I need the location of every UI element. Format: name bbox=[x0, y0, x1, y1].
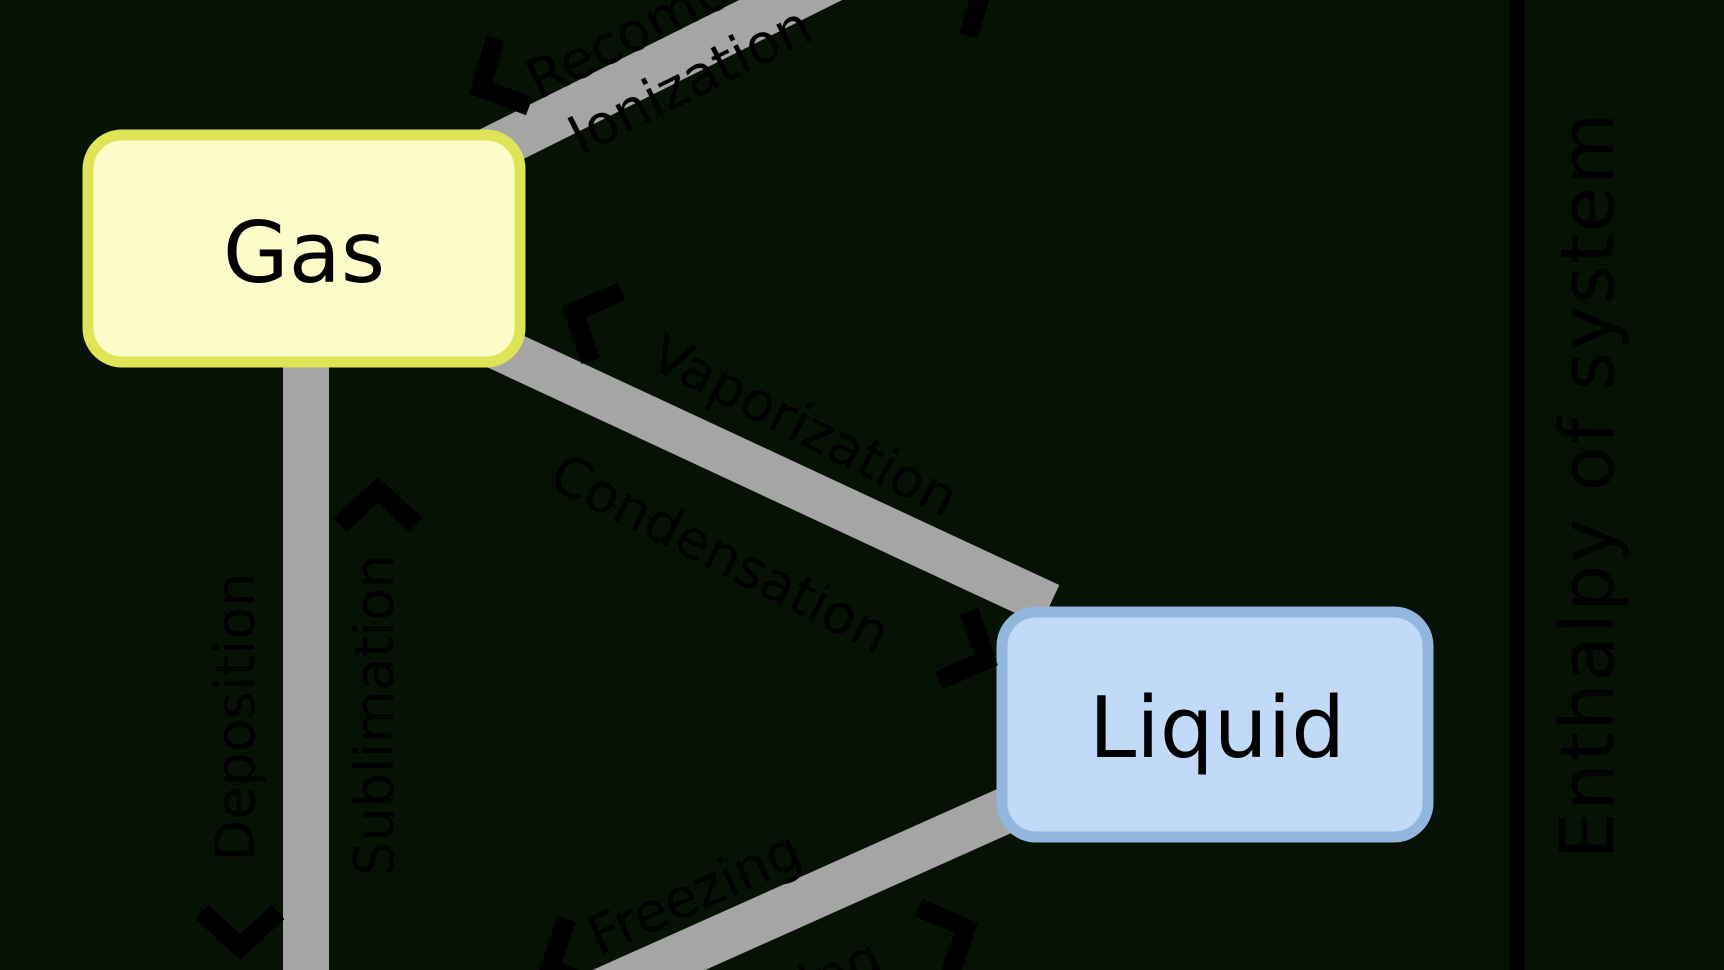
sublimation-label: Sublimation bbox=[343, 554, 406, 876]
freezing-arrow-icon bbox=[538, 916, 602, 970]
liquid-state-box bbox=[996, 606, 1434, 843]
condensation-arrow-icon bbox=[934, 608, 998, 690]
ionization-arrow-icon bbox=[931, 0, 995, 39]
deposition-arrow-icon bbox=[195, 905, 285, 960]
vaporization-arrow-icon bbox=[562, 282, 626, 364]
deposition-label: Deposition bbox=[204, 573, 267, 862]
state-boxes: Gas Liquid bbox=[82, 129, 1434, 843]
gas-state-box bbox=[82, 129, 526, 368]
gas-liquid-connector bbox=[445, 308, 1060, 625]
gas-state-label: Gas bbox=[223, 204, 385, 303]
recombination-arrow-icon bbox=[469, 35, 533, 116]
connector-bars bbox=[283, 0, 1060, 970]
enthalpy-axis-label: Enthalpy of system bbox=[1545, 111, 1631, 859]
sublimation-arrow-icon bbox=[333, 477, 423, 532]
liquid-solid-connector bbox=[592, 774, 1050, 970]
gas-plasma-connector bbox=[439, 0, 843, 191]
melting-arrow-icon bbox=[914, 898, 978, 970]
enthalpy-axis: Enthalpy of system bbox=[1509, 0, 1631, 970]
liquid-state-label: Liquid bbox=[1089, 679, 1345, 778]
